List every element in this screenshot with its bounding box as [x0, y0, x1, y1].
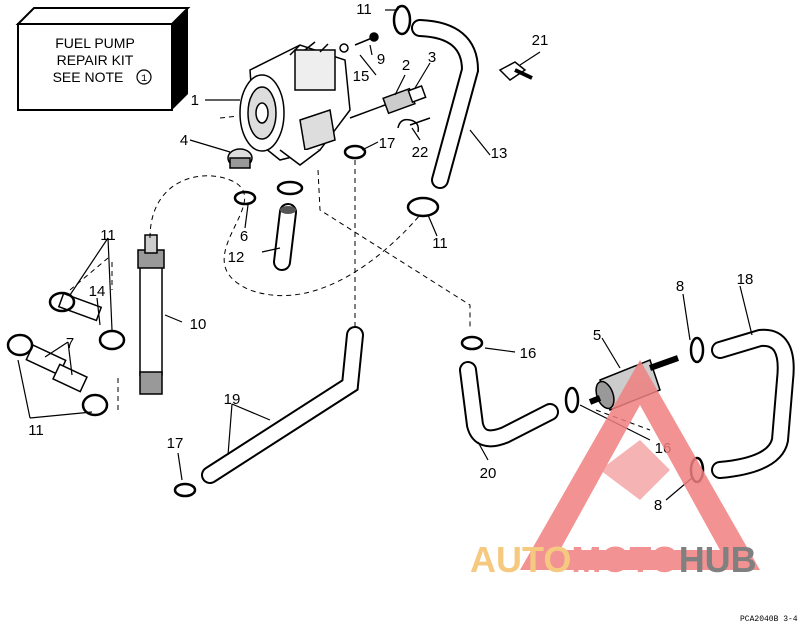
callout-11-bottom: 11 — [28, 422, 44, 439]
callout-17-top: 17 — [379, 135, 396, 152]
callout-16-right: 16 — [520, 345, 537, 362]
watermark-triangle-icon — [520, 360, 760, 570]
connector-tubes — [25, 292, 103, 393]
callout-8-top: 8 — [676, 278, 684, 295]
kit-label-line1: FUEL PUMP — [55, 35, 135, 51]
callout-11-top: 11 — [356, 1, 372, 18]
callout-8-bottom: 8 — [654, 497, 662, 514]
hose-18 — [711, 328, 795, 479]
hose-13 — [411, 19, 480, 189]
callout-21: 21 — [532, 32, 549, 49]
watermark-logo: AUTOMOTOHUB — [470, 360, 760, 580]
callout-22: 22 — [412, 144, 429, 161]
callout-15: 15 — [353, 68, 370, 85]
watermark-auto: AUTO — [470, 539, 571, 580]
note-circle-icon — [136, 69, 152, 85]
callout-5: 5 — [593, 327, 601, 344]
hose-20 — [459, 361, 559, 448]
kit-label-line3: SEE NOTE — [53, 69, 124, 85]
hose-clamps — [6, 4, 705, 498]
fuel-line-fitting — [137, 234, 165, 395]
callout-11-mid: 11 — [432, 235, 448, 252]
hose-connector-21 — [498, 61, 533, 81]
callout-7: 7 — [66, 335, 74, 352]
callout-14: 14 — [89, 283, 106, 300]
callout-13: 13 — [491, 145, 508, 162]
leader-lines — [17, 6, 753, 501]
fitting-assembly — [349, 85, 427, 119]
hose-19 — [201, 326, 364, 484]
callout-12: 12 — [228, 249, 245, 266]
check-valve-part — [227, 148, 253, 169]
callout-9: 9 — [377, 51, 385, 68]
callout-18: 18 — [737, 271, 754, 288]
callout-6: 6 — [240, 228, 248, 245]
watermark-hub: HUB — [679, 539, 757, 580]
hose-12 — [273, 203, 297, 271]
spring-clip-22 — [397, 117, 431, 133]
fuel-pump-assembly — [239, 41, 351, 166]
note-number: 1 — [141, 74, 147, 85]
callout-17-bottom: 17 — [167, 435, 184, 452]
callout-2: 2 — [402, 57, 410, 74]
watermark-moto: MOTO — [571, 539, 678, 580]
callout-1: 1 — [191, 92, 199, 109]
watermark-text: AUTOMOTOHUB — [470, 539, 757, 580]
callout-4: 4 — [180, 132, 188, 149]
repair-kit-box: FUEL PUMP REPAIR KIT SEE NOTE 1 — [15, 7, 191, 111]
callout-10: 10 — [190, 316, 207, 333]
callout-labels: 1 2 3 4 5 6 7 8 8 9 10 11 11 11 11 12 13… — [28, 1, 753, 514]
screw-and-washer — [339, 32, 379, 53]
kit-label-line2: REPAIR KIT — [57, 52, 134, 68]
routing-lines — [69, 115, 651, 431]
callout-3: 3 — [428, 49, 436, 66]
callout-20: 20 — [480, 465, 497, 482]
callout-19: 19 — [224, 391, 241, 408]
reference-code: PCA2040B 3-4 — [740, 615, 798, 624]
callout-11-left: 11 — [100, 227, 116, 244]
